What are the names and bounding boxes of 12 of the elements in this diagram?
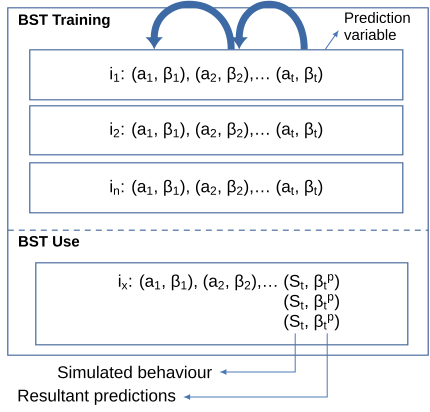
sequence-box: i$_{1}$: (a$_{1}$, β$_{1}$), (a$_{2}$, β$_{2}$),… (a$_{t}$, β$_{t}$)	[29, 49, 404, 100]
prediction-label: Prediction variable	[344, 12, 410, 40]
sequence-box: i$_{n}$: (a$_{1}$, β$_{1}$), (a$_{2}$, β$_{2}$),… (a$_{t}$, β$_{t}$)	[29, 162, 404, 214]
output-label: Simulated behaviour	[58, 366, 212, 378]
curved-arrow	[147, 0, 235, 50]
arrow	[220, 332, 296, 375]
curved-arrow	[232, 0, 308, 50]
arrow	[324, 31, 338, 50]
output-label: Resultant predictions	[18, 389, 176, 405]
arrow	[184, 332, 328, 400]
sequence-box: i$_{2}$: (a$_{1}$, β$_{1}$), (a$_{2}$, β$_{2}$),… (a$_{t}$, β$_{t}$)	[29, 105, 404, 156]
sequence-box: i$_{x}$: (a$_{1}$, β$_{1}$), (a$_{2}$, β$_{2}$),… (S$_{t}$, β$_{t}$$^{p}$) (S$_{t}$, β$_{t}$$^{p}$) (S$_{t}$, β$_{t}$$^{p}$)	[35, 262, 408, 346]
